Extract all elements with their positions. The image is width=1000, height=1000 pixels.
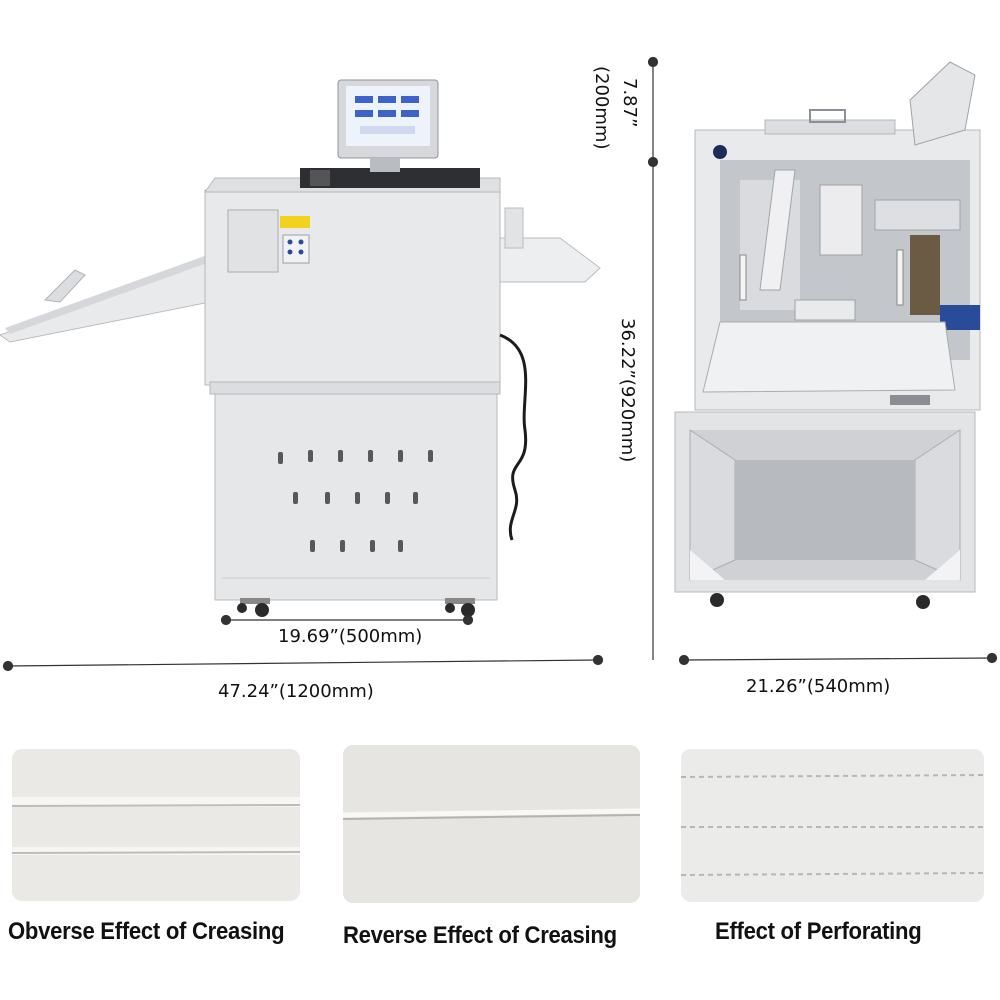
control-buttons [282, 234, 310, 264]
obverse-creasing-sample [12, 749, 300, 901]
side-caster-wheels [710, 593, 930, 609]
height-top-mm-label: (200mm) [591, 66, 612, 150]
reverse-creasing-sample [343, 745, 640, 903]
warning-label [280, 216, 310, 228]
access-door [227, 209, 279, 273]
side-feed-tray [702, 321, 956, 393]
machine-upper-unit [204, 189, 501, 386]
machine-side-view [674, 61, 981, 609]
touch-screen [337, 79, 439, 172]
obverse-caption: Obverse Effect of Creasing [8, 918, 285, 945]
total-length-label: 47.24”(1200mm) [218, 681, 374, 702]
side-control-panel [940, 305, 980, 330]
caster-wheels [237, 598, 475, 617]
height-top-label: 7.87” [619, 78, 640, 128]
height-main-label: 36.22”(920mm) [617, 318, 638, 463]
cabinet-vents [278, 450, 433, 552]
depth-label: 21.26”(540mm) [746, 676, 891, 697]
machine-front-view [0, 79, 601, 617]
cabinet-width-label: 19.69”(500mm) [278, 626, 423, 647]
side-screen [909, 61, 976, 146]
reverse-caption: Reverse Effect of Creasing [343, 922, 617, 949]
perforating-sample [681, 749, 984, 902]
power-cord [499, 333, 528, 541]
perforating-caption: Effect of Perforating [715, 918, 922, 945]
dimension-lines [2, 56, 998, 672]
